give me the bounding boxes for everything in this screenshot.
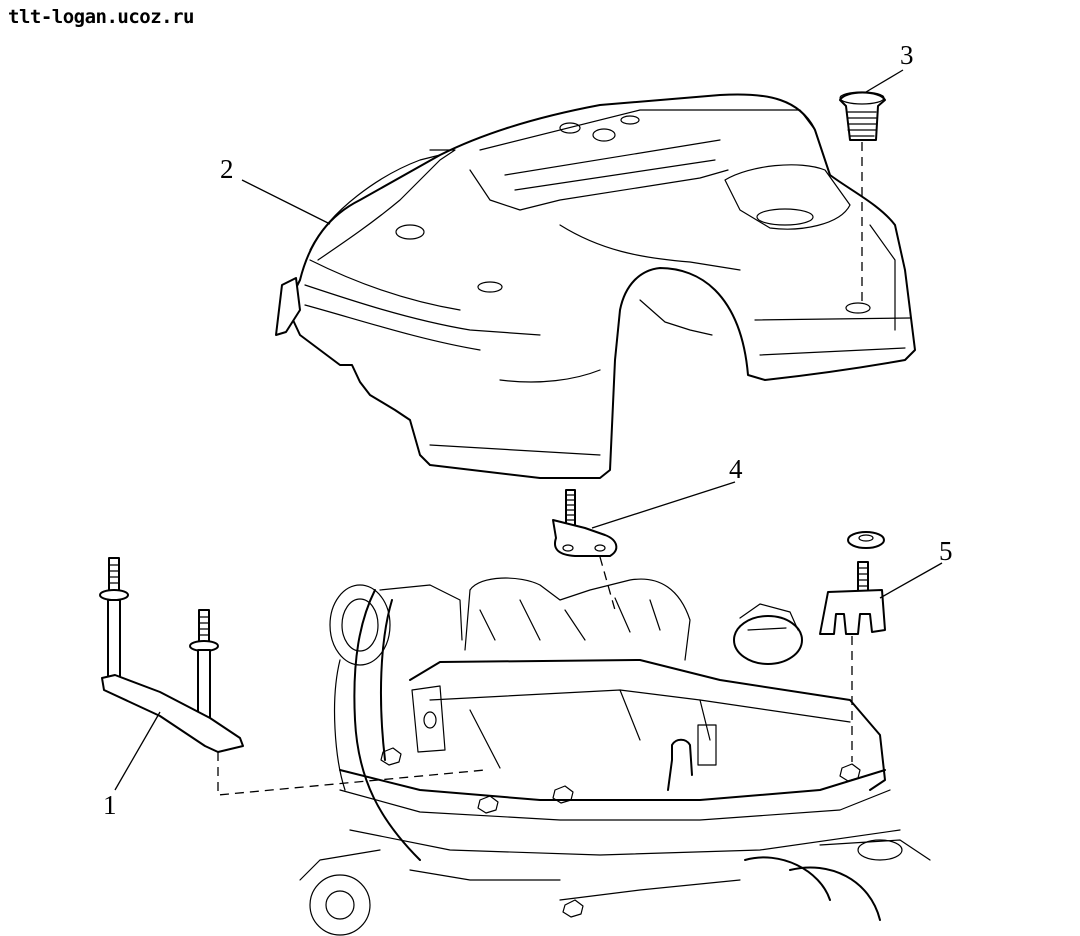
leader-4 [591, 481, 736, 529]
callout-1: 1 [103, 790, 117, 820]
leader-2 [241, 179, 331, 225]
callout-3: 3 [900, 40, 914, 70]
axis-line-4 [599, 556, 616, 611]
leader-3 [865, 69, 904, 93]
front-bracket-part [819, 531, 886, 635]
callout-4: 4 [729, 454, 743, 484]
rubber-bushing-part [839, 91, 886, 141]
leader-5 [879, 562, 943, 599]
callout-2: 2 [220, 154, 234, 184]
left-bracket-part [99, 557, 244, 753]
watermark: tlt-logan.ucoz.ru [8, 6, 194, 28]
stud-bracket-part [552, 489, 618, 557]
callout-5: 5 [939, 536, 953, 566]
leader-1 [114, 711, 161, 791]
engine-assembly [299, 577, 931, 936]
engine-cover-part [275, 93, 916, 479]
